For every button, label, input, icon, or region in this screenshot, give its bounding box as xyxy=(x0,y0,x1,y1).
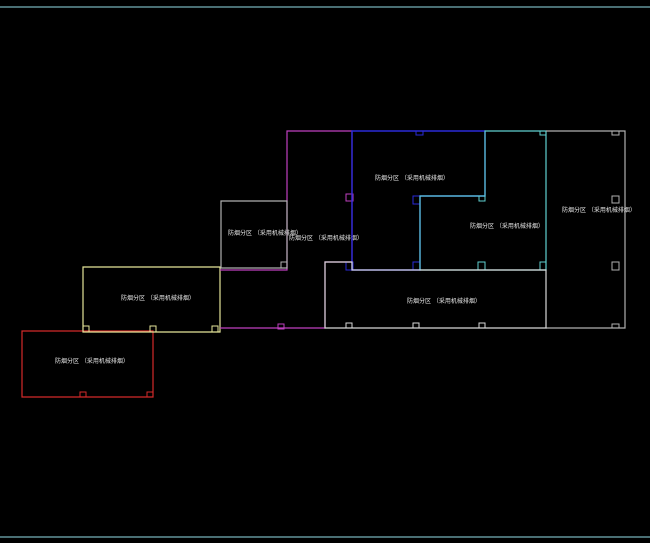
smoke-zone-cyan: 防烟分区 （采用机械排烟） xyxy=(419,130,547,271)
zone-outline-yellow xyxy=(82,266,221,333)
column-mark xyxy=(611,261,620,271)
zone-outline-blue xyxy=(351,130,486,271)
smoke-zone-yellow: 防烟分区 （采用机械排烟） xyxy=(82,266,221,333)
zone-label: 防烟分区 （采用机械排烟） xyxy=(407,297,481,305)
column-mark xyxy=(412,322,420,329)
zone-label: 防烟分区 （采用机械排烟） xyxy=(289,234,363,242)
column-mark xyxy=(412,261,421,271)
smoke-zone-red: 防烟分区 （采用机械排烟） xyxy=(21,330,154,398)
column-mark xyxy=(280,261,288,269)
smoke-zone-bottom-white: 防烟分区 （采用机械排烟） xyxy=(324,261,547,329)
zone-label: 防烟分区 （采用机械排烟） xyxy=(375,174,449,182)
top-edge-line xyxy=(0,6,650,8)
column-mark xyxy=(79,391,87,398)
smoke-zone-right-gray: 防烟分区 （采用机械排烟） xyxy=(546,130,636,329)
column-mark xyxy=(82,325,90,333)
column-mark xyxy=(478,322,486,329)
zone-outline-bottom-white xyxy=(324,261,547,329)
column-mark xyxy=(611,130,620,136)
column-mark xyxy=(211,325,219,333)
column-mark xyxy=(415,130,424,136)
column-mark xyxy=(345,193,354,202)
column-mark xyxy=(539,130,547,136)
column-mark xyxy=(149,325,157,333)
zone-label: 防烟分区 （采用机械排烟） xyxy=(228,229,302,237)
smoke-zone-blue: 防烟分区 （采用机械排烟） xyxy=(345,130,486,271)
zone-label: 防烟分区 （采用机械排烟） xyxy=(470,222,544,230)
column-mark xyxy=(477,261,486,271)
zone-label: 防烟分区 （采用机械排烟） xyxy=(562,206,636,214)
column-mark xyxy=(611,195,620,204)
bottom-edge-line xyxy=(0,536,650,538)
column-mark xyxy=(478,195,486,202)
column-mark xyxy=(611,323,620,329)
column-mark xyxy=(539,261,547,271)
column-mark xyxy=(146,391,154,398)
column-mark xyxy=(412,195,421,205)
smoke-zone-small-gray: 防烟分区 （采用机械排烟） xyxy=(220,200,302,269)
zone-label: 防烟分区 （采用机械排烟） xyxy=(121,294,195,302)
zone-outline-right-gray xyxy=(546,130,626,329)
zone-label: 防烟分区 （采用机械排烟） xyxy=(55,357,129,365)
column-mark xyxy=(345,322,353,329)
column-mark xyxy=(277,323,285,330)
